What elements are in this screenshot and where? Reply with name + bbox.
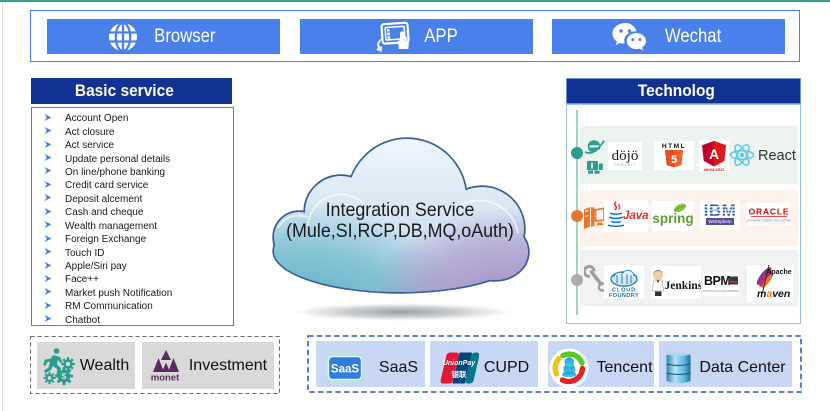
- svg-text:maven: maven: [757, 288, 790, 300]
- svg-text:THE PROCESS MASTERMIND: THE PROCESS MASTERMIND: [703, 289, 739, 293]
- svg-text:WebSphere: WebSphere: [708, 219, 732, 224]
- svg-text:CLOUD: CLOUD: [612, 288, 636, 294]
- svg-text:银联: 银联: [451, 369, 466, 379]
- svg-text:UnionPay: UnionPay: [443, 360, 476, 367]
- svg-text:A: A: [709, 146, 719, 162]
- svg-text:SOFTWARE POWERS THE INTERNET: SOFTWARE POWERS THE INTERNET: [747, 219, 791, 223]
- svg-text:React: React: [758, 148, 796, 164]
- svg-text:monet: monet: [151, 372, 180, 383]
- svg-text:ORACLE: ORACLE: [749, 207, 790, 217]
- svg-text:HTML: HTML: [662, 143, 686, 150]
- svg-text:5: 5: [671, 154, 677, 166]
- svg-text:IBM: IBM: [704, 201, 737, 220]
- svg-text:TOOLKIT: TOOLKIT: [614, 163, 636, 167]
- svg-text:FOUNDRY: FOUNDRY: [609, 293, 639, 299]
- svg-text:$: $: [61, 371, 66, 381]
- svg-text:SaaS: SaaS: [331, 364, 359, 376]
- svg-text:ANGULARJS: ANGULARJS: [703, 168, 725, 172]
- svg-text:Jenkins: Jenkins: [665, 280, 702, 292]
- svg-text:BPM: BPM: [704, 274, 730, 288]
- svg-text:döjö: döjö: [612, 148, 639, 164]
- svg-text:Apache: Apache: [766, 269, 791, 276]
- svg-text:spring: spring: [652, 211, 693, 226]
- svg-text:Java: Java: [623, 210, 648, 222]
